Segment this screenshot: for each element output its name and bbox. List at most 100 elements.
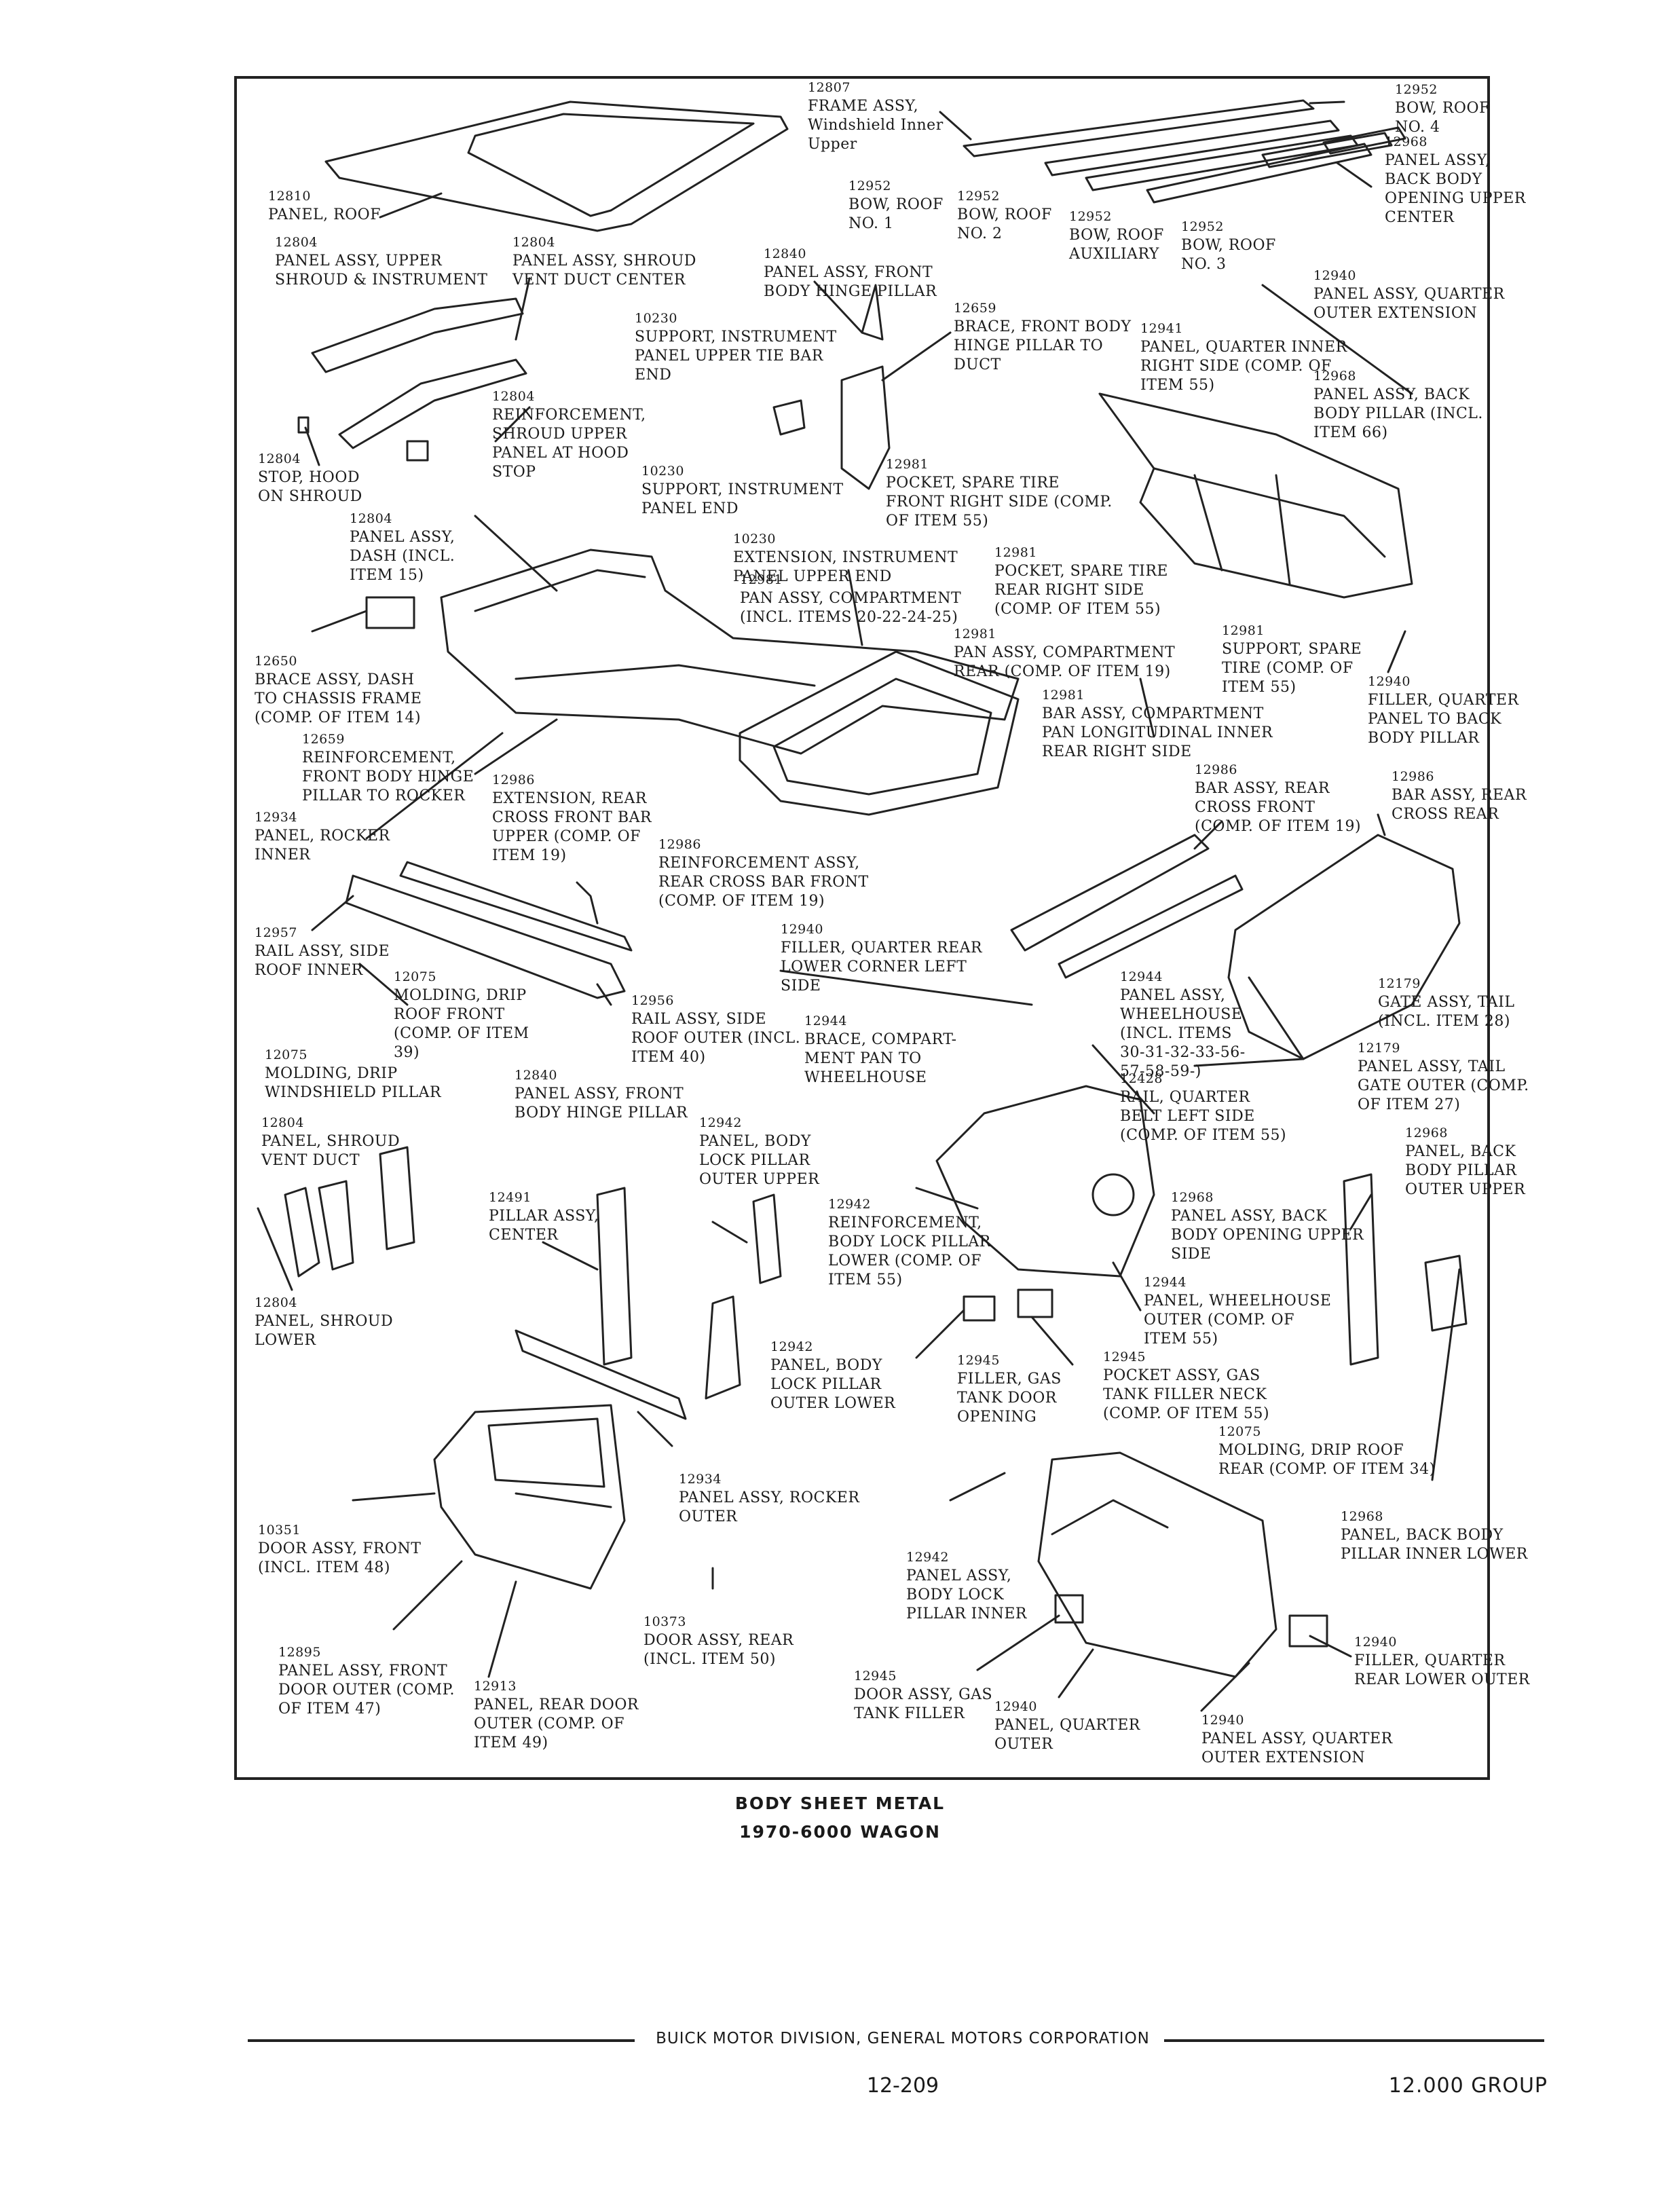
part-description-line: BAR ASSY, COMPARTMENT bbox=[1042, 705, 1264, 722]
part-description-line: PANEL ASSY, BACK bbox=[1171, 1208, 1328, 1225]
part-description-line: PANEL ASSY, ROCKER bbox=[679, 1489, 860, 1506]
part-number: 12941 bbox=[1140, 321, 1183, 336]
part-description-line: ROOF INNER bbox=[255, 962, 363, 979]
part-description-line: PANEL, REAR DOOR bbox=[474, 1696, 639, 1713]
part-description-line: FILLER, GAS bbox=[957, 1371, 1062, 1388]
part-number: 12804 bbox=[350, 511, 392, 526]
part-description-line: 57-58-59-) bbox=[1120, 1063, 1201, 1080]
part-number: 12986 bbox=[492, 773, 535, 787]
part-description-line: NO. 2 bbox=[957, 225, 1003, 242]
gas-filler-drawing bbox=[963, 1288, 1084, 1624]
lock-pillar-drawing bbox=[705, 1193, 782, 1400]
part-number: 12179 bbox=[1378, 976, 1421, 991]
part-number: 12940 bbox=[781, 922, 823, 937]
part-description-line: ITEM 55) bbox=[828, 1271, 903, 1288]
part-description-line: OUTER (COMP. OF bbox=[474, 1715, 624, 1732]
part-description-line: PANEL, WHEELHOUSE bbox=[1144, 1293, 1332, 1309]
part-description-line: BACK BODY bbox=[1385, 171, 1482, 188]
part-description-line: STOP, HOOD bbox=[258, 469, 360, 486]
part-description-line: POCKET ASSY, GAS bbox=[1103, 1367, 1261, 1384]
part-number: 12981 bbox=[1042, 688, 1085, 703]
part-number: 12956 bbox=[631, 993, 674, 1008]
part-description-line: (COMP. OF ITEM 55) bbox=[1103, 1405, 1270, 1422]
part-description-line: ROOF OUTER (INCL. bbox=[631, 1030, 801, 1047]
part-description-line: RIGHT SIDE (COMP. OF bbox=[1140, 358, 1332, 375]
part-number: 12945 bbox=[854, 1669, 897, 1684]
part-number: 12804 bbox=[512, 235, 555, 250]
part-description-line: PILLAR INNER LOWER bbox=[1341, 1546, 1528, 1563]
part-description-line: PANEL, SHROUD bbox=[261, 1133, 400, 1150]
part-description-line: REAR (COMP. OF ITEM 19) bbox=[954, 663, 1171, 680]
part-description-line: ITEM 55) bbox=[1144, 1331, 1218, 1348]
part-description-line: ITEM 19) bbox=[492, 847, 567, 864]
leader-lines bbox=[257, 100, 1461, 1712]
part-description-line: DOOR OUTER (COMP. bbox=[278, 1682, 455, 1698]
part-description-line: REAR RIGHT SIDE bbox=[1042, 743, 1192, 760]
back-pillar-drawing bbox=[1343, 1173, 1468, 1366]
shroud-lower-drawing bbox=[284, 1146, 415, 1278]
part-description-line: SUPPORT, SPARE bbox=[1222, 641, 1362, 658]
part-description-line: PAN ASSY, COMPARTMENT bbox=[740, 590, 962, 607]
part-description-line: PANEL, ROOF bbox=[268, 206, 381, 223]
tailgate-drawing bbox=[1227, 834, 1461, 1060]
footer-rule bbox=[1164, 2039, 1544, 2042]
part-number: 12968 bbox=[1385, 134, 1427, 149]
part-number: 12968 bbox=[1341, 1509, 1383, 1524]
part-description-line: MENT PAN TO bbox=[804, 1050, 922, 1067]
part-description-line: LOCK PILLAR bbox=[770, 1376, 882, 1393]
part-description-line: FILLER, QUARTER bbox=[1354, 1652, 1506, 1669]
part-number: 12942 bbox=[699, 1115, 742, 1130]
part-description-line: LOWER bbox=[255, 1332, 316, 1349]
part-number: 12944 bbox=[1144, 1275, 1187, 1290]
part-description-line: OUTER (COMP. OF bbox=[1144, 1312, 1294, 1329]
part-description-line: PANEL ASSY, bbox=[906, 1567, 1012, 1584]
part-description-line: PANEL UPPER TIE BAR bbox=[635, 348, 823, 365]
part-number: 12650 bbox=[255, 654, 297, 669]
part-description-line: ON SHROUD bbox=[258, 488, 362, 505]
part-description-line: BOW, ROOF bbox=[1395, 100, 1490, 117]
part-description-line: POCKET, SPARE TIRE bbox=[994, 563, 1168, 580]
part-description-line: PANEL TO BACK bbox=[1368, 711, 1502, 728]
part-number: 12942 bbox=[906, 1550, 949, 1565]
part-description-line: PANEL, QUARTER INNER bbox=[1140, 339, 1347, 356]
part-number: 10230 bbox=[641, 464, 684, 479]
part-number: 12940 bbox=[1313, 268, 1356, 283]
part-description-line: (INCL. ITEMS bbox=[1120, 1025, 1232, 1042]
part-description-line: (INCL. ITEM 50) bbox=[643, 1651, 776, 1668]
part-number: 12968 bbox=[1171, 1190, 1214, 1205]
footer-page-number: 12-209 bbox=[866, 2074, 939, 2098]
part-number: 12940 bbox=[1368, 674, 1411, 689]
part-number: 12952 bbox=[957, 189, 1000, 204]
part-description-line: REAR LOWER OUTER bbox=[1354, 1671, 1530, 1688]
part-number: 12952 bbox=[1181, 219, 1224, 234]
part-description-line: FRONT RIGHT SIDE (COMP. bbox=[886, 494, 1113, 510]
part-description-line: PANEL, QUARTER bbox=[994, 1717, 1140, 1734]
part-description-line: OUTER UPPER bbox=[1405, 1181, 1526, 1198]
part-description-line: (INCL. ITEMS 20-22-24-25) bbox=[740, 609, 958, 626]
part-description-line: TIRE (COMP. OF bbox=[1222, 660, 1354, 677]
quarter-inner-drawing bbox=[1098, 392, 1413, 599]
upper-shroud-drawing bbox=[297, 297, 527, 462]
part-number: 12968 bbox=[1313, 369, 1356, 384]
part-number: 12986 bbox=[658, 837, 701, 852]
part-number: 12810 bbox=[268, 189, 311, 204]
part-number: 12945 bbox=[957, 1353, 1000, 1368]
roof-panel-drawing bbox=[324, 100, 789, 232]
part-description-line: BOW, ROOF bbox=[1181, 237, 1276, 254]
